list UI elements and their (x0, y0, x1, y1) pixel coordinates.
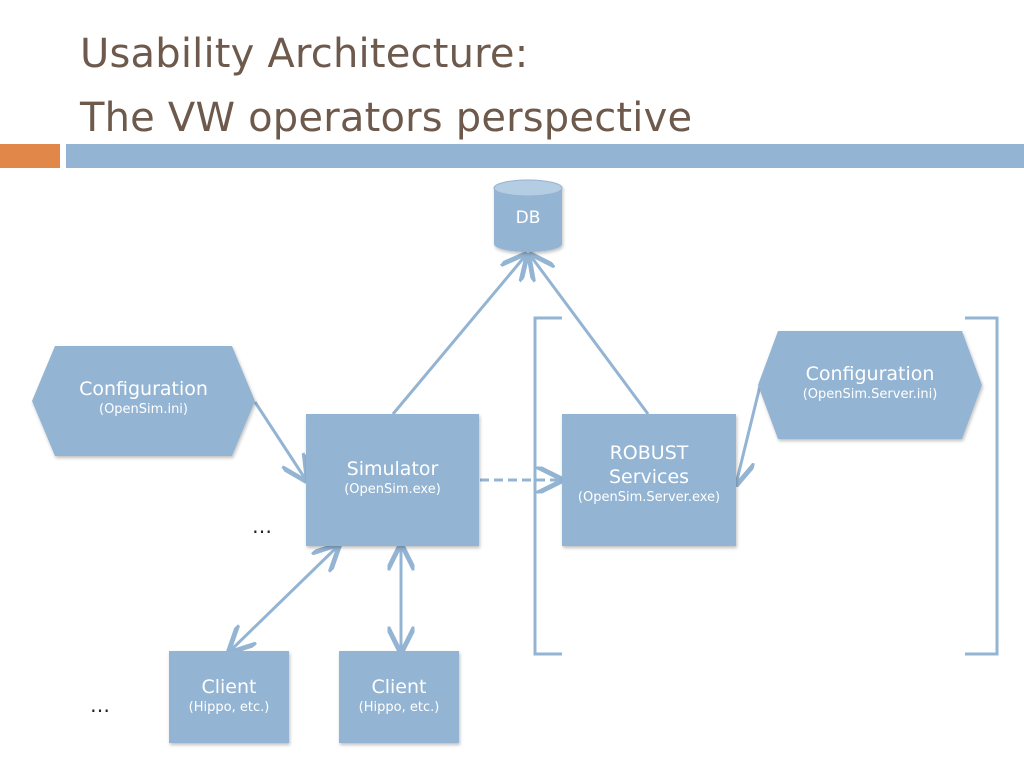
config-right-title: Configuration (805, 363, 935, 385)
robust-shape (562, 414, 736, 546)
client-2-detail: (Hippo, etc.) (358, 699, 440, 715)
connector-robust-db (530, 255, 650, 415)
client-2-shape (339, 651, 459, 743)
accent-bar-orange (0, 144, 60, 168)
connector-simulator-db (391, 255, 526, 415)
accent-bar-blue (66, 144, 1024, 168)
client-1-label: Client (Hippo, etc.) (169, 676, 289, 716)
config-left-label: Configuration (OpenSim.ini) (32, 378, 255, 418)
config-right-file: (OpenSim.Server.ini) (802, 386, 938, 402)
config-right-label: Configuration (OpenSim.Server.ini) (758, 363, 982, 403)
client-1-detail: (Hippo, etc.) (188, 699, 270, 715)
client-2-label: Client (Hippo, etc.) (339, 676, 459, 716)
ellipsis-simulators: … (252, 514, 272, 538)
connector-simulator-client-1 (230, 546, 338, 651)
connector-config-left-simulator (253, 401, 306, 480)
client-1-shape (169, 651, 289, 743)
robust-title-line-2: Services (608, 465, 690, 488)
bracket-right (965, 316, 999, 656)
simulator-label: Simulator (OpenSim.exe) (306, 458, 479, 498)
db-label: DB (515, 208, 541, 228)
client-1-title: Client (201, 676, 257, 698)
simulator-shape (306, 414, 479, 546)
simulator-title: Simulator (346, 458, 439, 480)
config-right-shape (758, 331, 982, 439)
client-2-title: Client (371, 676, 427, 698)
config-left-shape (32, 346, 255, 456)
bracket-left (533, 316, 562, 656)
config-left-title: Configuration (79, 378, 208, 400)
db-cylinder (493, 179, 563, 252)
title-line-1: Usability Architecture: (80, 31, 529, 77)
slide-title: Usability Architecture: The VW operators… (80, 22, 692, 150)
ellipsis-clients: … (90, 693, 110, 717)
connector-config-right-robust (736, 385, 762, 484)
robust-title-line-1: ROBUST (609, 442, 689, 464)
title-line-2: The VW operators perspective (80, 95, 693, 141)
config-left-file: (OpenSim.ini) (99, 401, 188, 417)
robust-file: (OpenSim.Server.exe) (577, 489, 721, 505)
simulator-file: (OpenSim.exe) (344, 481, 441, 497)
robust-label: ROBUST Services (OpenSim.Server.exe) (562, 442, 736, 506)
